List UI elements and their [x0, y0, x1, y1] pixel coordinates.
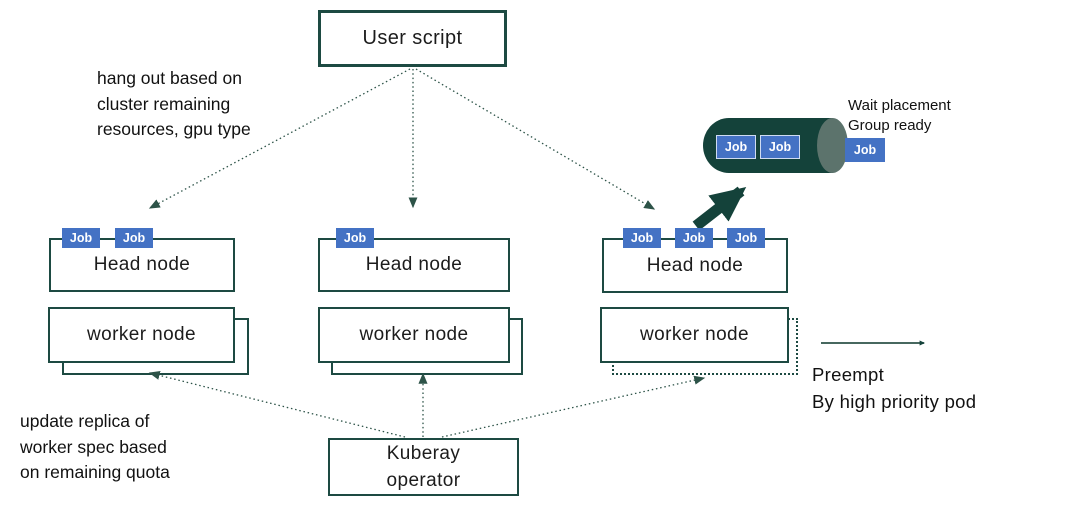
- kuberay-operator-label: Kuberay operator: [387, 440, 461, 494]
- user-script-node: User script: [318, 10, 507, 67]
- head-node-label: Head node: [93, 254, 191, 275]
- worker-node-1: worker node: [48, 307, 235, 363]
- update-replica-line2: worker spec based: [20, 436, 167, 457]
- worker-node-label: worker node: [359, 324, 469, 345]
- preempt-line2: By high priority pod: [812, 391, 977, 412]
- preempt-line1: Preempt: [812, 364, 885, 385]
- hang-out-line3: resources, gpu type: [97, 119, 251, 139]
- job-badge-label: Job: [682, 231, 706, 245]
- update-replica-line3: on remaining quota: [20, 462, 170, 482]
- wait-placement-line1: Wait placement: [848, 97, 951, 114]
- head-node-label: Head node: [365, 254, 463, 275]
- hang-out-annotation: hang out based on cluster remaining reso…: [97, 66, 251, 143]
- job-badge-in-placement-group: Job: [760, 135, 800, 159]
- job-badge-in-placement-group: Job: [716, 135, 756, 159]
- job-badge-label: Job: [853, 143, 877, 157]
- job-badge-head3: Job: [727, 228, 765, 248]
- job-badge-label: Job: [724, 140, 748, 154]
- user-script-label: User script: [362, 27, 463, 49]
- wait-placement-annotation: Wait placement Group ready: [848, 96, 951, 135]
- job-badge-label: Job: [630, 231, 654, 245]
- arrow-kuberay-to-worker1: [148, 370, 406, 438]
- job-badge-label: Job: [734, 231, 758, 245]
- worker-node-3: worker node: [600, 307, 789, 363]
- arrow-kuberay-to-worker3: [441, 375, 706, 438]
- hang-out-line2: cluster remaining: [97, 93, 231, 114]
- worker-node-label: worker node: [87, 324, 196, 345]
- update-replica-line1: update replica of: [20, 411, 150, 431]
- head-node-label: Head node: [646, 254, 744, 276]
- wait-placement-line2: Group ready: [848, 116, 932, 134]
- job-badge-label: Job: [122, 231, 146, 245]
- kuberay-operator-node: Kuberay operator: [328, 438, 519, 496]
- hang-out-line1: hang out based on: [97, 68, 242, 88]
- kuberay-line1: Kuberay: [386, 443, 461, 464]
- kuberay-line2: operator: [386, 470, 461, 491]
- job-badge-head1: Job: [62, 228, 100, 248]
- worker-node-2: worker node: [318, 307, 510, 363]
- worker-node-label: worker node: [640, 324, 749, 345]
- job-badge-label: Job: [343, 231, 367, 245]
- job-badge-head1: Job: [115, 228, 153, 248]
- preempt-annotation: Preempt By high priority pod: [812, 361, 976, 415]
- job-badge-head3: Job: [675, 228, 713, 248]
- update-replica-annotation: update replica of worker spec based on r…: [20, 409, 170, 486]
- arrow-user-to-head3: [415, 68, 656, 210]
- job-badge-head2: Job: [336, 228, 374, 248]
- job-badge-waiting: Job: [845, 138, 885, 162]
- job-badge-label: Job: [768, 140, 792, 154]
- job-badge-label: Job: [69, 231, 93, 245]
- arrow-jobs-to-placement-group: [692, 186, 747, 231]
- job-badge-head3: Job: [623, 228, 661, 248]
- placement-group-cylinder-cap: [817, 118, 848, 173]
